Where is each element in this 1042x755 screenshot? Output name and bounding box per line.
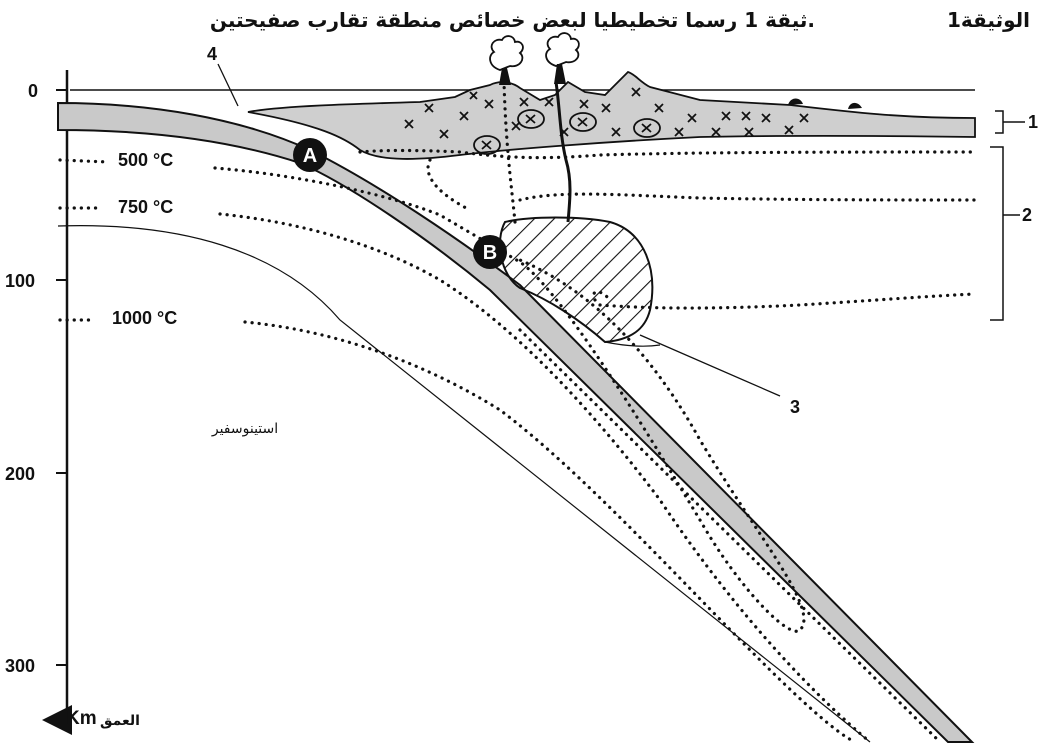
axis-tick-label-0: 0 bbox=[28, 81, 38, 101]
vent-right bbox=[554, 64, 566, 84]
point-a-label: A bbox=[303, 145, 317, 167]
point-b-label: B bbox=[483, 242, 497, 264]
magma-chamber bbox=[499, 216, 654, 344]
asthenosphere-label: استينوسفير bbox=[211, 421, 278, 437]
magma-conduit-left bbox=[502, 80, 517, 224]
axis-unit: Km bbox=[66, 708, 97, 729]
isotherm-1000 bbox=[243, 320, 857, 744]
leader-3 bbox=[639, 334, 781, 397]
isotherm-label-750: 750 °C bbox=[118, 197, 173, 217]
axis-tick-label-300: 300 bbox=[5, 656, 35, 676]
document-title-label: الوثيقة1 bbox=[947, 8, 1030, 32]
subducting-plate bbox=[57, 101, 975, 743]
leader-4 bbox=[217, 63, 239, 107]
isotherm-slab-inner bbox=[518, 328, 942, 744]
document-description: ثيقة 1 رسما تخطيطيا لبعض خصائص منطقة تقا… bbox=[210, 8, 815, 32]
magma-conduit-right bbox=[554, 81, 572, 223]
isotherm-500-right bbox=[358, 148, 977, 160]
isotherm-1000-right bbox=[598, 292, 977, 310]
axis-tick-label-100: 100 bbox=[5, 271, 35, 291]
isotherm-500 bbox=[213, 166, 806, 633]
axis-label: العمق bbox=[100, 713, 140, 729]
axis-tick-label-200: 200 bbox=[5, 464, 35, 484]
hill-1 bbox=[788, 98, 803, 105]
eruption-plumes bbox=[489, 32, 580, 71]
isotherm-750-loop bbox=[426, 158, 472, 212]
hill-2 bbox=[848, 102, 862, 109]
overriding-plate bbox=[247, 70, 976, 160]
label-4: 4 bbox=[207, 44, 217, 64]
granite-crosses bbox=[404, 87, 809, 139]
bracket-1 bbox=[995, 110, 1025, 134]
bracket-2 bbox=[990, 146, 1020, 321]
point-a-marker bbox=[293, 138, 327, 172]
isotherm-750 bbox=[218, 212, 872, 744]
isotherm-750-right bbox=[518, 192, 977, 202]
vent-left bbox=[499, 68, 511, 85]
point-b-marker bbox=[473, 235, 507, 269]
isotherm-1000-loop bbox=[592, 290, 612, 302]
label-3: 3 bbox=[790, 397, 800, 417]
isotherm-label-1000: 1000 °C bbox=[112, 308, 177, 328]
label-2: 2 bbox=[1022, 205, 1032, 225]
partial-melt-zone bbox=[604, 341, 661, 347]
isotherm-500-left bbox=[58, 158, 110, 164]
isotherm-label-500: 500 °C bbox=[118, 150, 173, 170]
label-1: 1 bbox=[1028, 112, 1038, 132]
lithosphere-lower-boundary bbox=[57, 225, 871, 743]
